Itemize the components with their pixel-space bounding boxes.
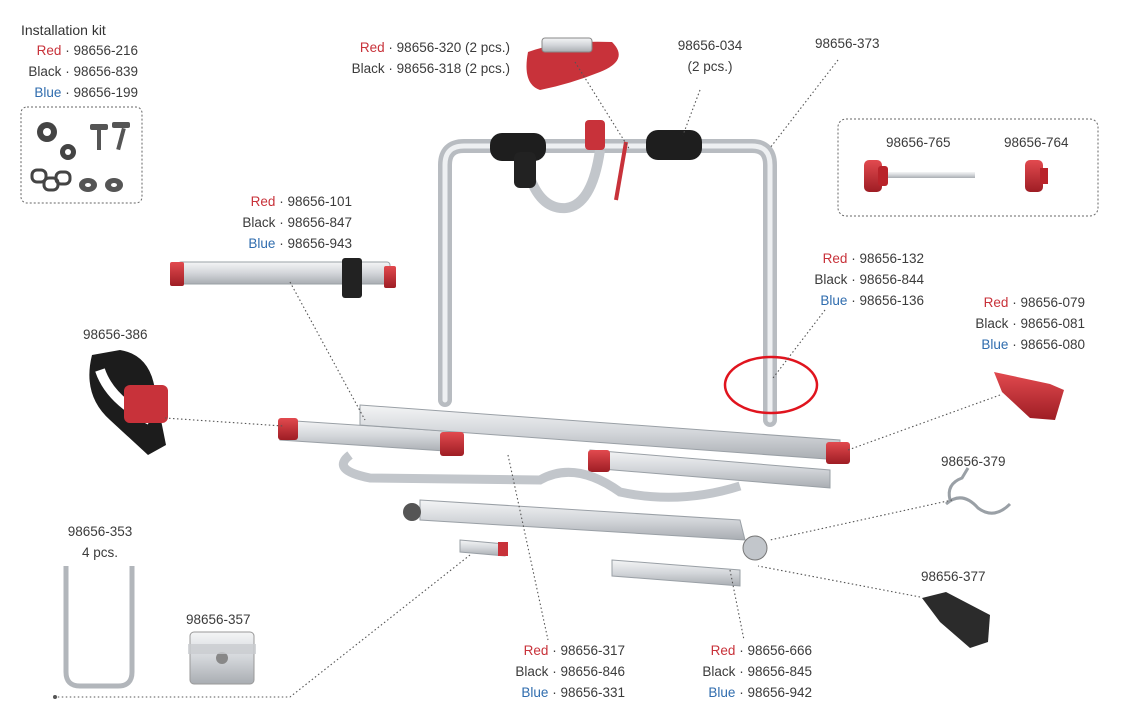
- rail-top-black-code: 98656-847: [287, 215, 352, 230]
- red-word: Red: [710, 643, 736, 658]
- chain-link-icon: [30, 168, 72, 192]
- knob-box: [837, 118, 1099, 217]
- strap-clip-image: [526, 37, 619, 90]
- wheel-strap-code: 98656-386: [83, 327, 148, 342]
- foam-pad-qty: (2 pcs.): [687, 59, 733, 74]
- black-word: Black: [814, 272, 848, 287]
- foam-pad-right: [646, 130, 702, 160]
- rail-bottom-left-blue-code: 98656-331: [560, 685, 625, 700]
- gear-icon: [37, 122, 76, 160]
- installation-kit-title: Installation kit: [21, 22, 106, 38]
- clip-pin-image: [945, 467, 1012, 515]
- leader-lines: [55, 59, 1001, 698]
- tube-clamp-label: Red · 98656-132 Black · 98656-844 Blue ·…: [814, 251, 924, 308]
- clip-pin-code: 98656-379: [941, 454, 1006, 469]
- plate-image: [188, 631, 256, 685]
- holder-label: Red · 98656-079 Black · 98656-081 Blue ·…: [975, 295, 1085, 352]
- u-bolt-code: 98656-353: [67, 524, 133, 539]
- black-word: Black: [242, 215, 276, 230]
- black-word: Black: [975, 316, 1009, 331]
- red-word: Red: [250, 194, 276, 209]
- installation-kit-codes: Red · 98656-216 Black · 98656-839 Blue ·…: [28, 43, 138, 100]
- black-word: Black: [515, 664, 549, 679]
- strap-clip-red-code: 98656-320 (2 pcs.): [396, 40, 510, 55]
- rail-bottom-right-black-code: 98656-845: [747, 664, 812, 679]
- blue-word: Blue: [820, 293, 848, 308]
- holder-black-code: 98656-081: [1020, 316, 1085, 331]
- strap-clip-label: Red · 98656-320 (2 pcs.) Black · 98656-3…: [351, 40, 510, 76]
- holder-red-code: 98656-079: [1020, 295, 1085, 310]
- red-word: Red: [523, 643, 549, 658]
- holder-image: [994, 372, 1064, 420]
- installation-kit-box: [20, 106, 143, 204]
- red-word: Red: [359, 40, 385, 55]
- tube-clamp-black-code: 98656-844: [859, 272, 924, 287]
- highlight-ring: [723, 355, 819, 415]
- wheel-strap-image: [89, 350, 168, 455]
- u-bolt-qty: 4 pcs.: [81, 545, 119, 560]
- frame-image: [438, 120, 777, 427]
- blue-word: Blue: [708, 685, 736, 700]
- blue-word: Blue: [521, 685, 549, 700]
- rail-top-red-code: 98656-101: [287, 194, 352, 209]
- black-word: Black: [28, 64, 62, 79]
- blue-word: Blue: [34, 85, 62, 100]
- knob-short-image: [1025, 160, 1048, 192]
- foam-pad-code: 98656-034: [677, 38, 743, 53]
- knob-short-code: 98656-764: [1004, 135, 1069, 150]
- rail-bottom-right-blue-code: 98656-942: [747, 685, 812, 700]
- main-rails-image: [278, 404, 850, 587]
- kit-red-code: 98656-216: [73, 43, 138, 58]
- screw-icon: [90, 122, 130, 151]
- black-word: Black: [702, 664, 736, 679]
- blue-word: Blue: [981, 337, 1009, 352]
- bracket-code: 98656-377: [921, 569, 986, 584]
- foam-pad-label: 98656-034 (2 pcs.): [660, 35, 760, 77]
- rail-top-image: [170, 258, 396, 298]
- tube-clamp-red-code: 98656-132: [859, 251, 924, 266]
- tube-clamp-blue-code: 98656-136: [859, 293, 924, 308]
- red-word: Red: [36, 43, 62, 58]
- rail-bottom-right-red-code: 98656-666: [747, 643, 812, 658]
- nut-icon: [79, 178, 123, 192]
- knob-long-code: 98656-765: [886, 135, 951, 150]
- blue-word: Blue: [248, 236, 276, 251]
- rail-bottom-right-label: Red · 98656-666 Black · 98656-845 Blue ·…: [702, 643, 812, 700]
- rail-bottom-left-label: Red · 98656-317 Black · 98656-846 Blue ·…: [515, 643, 625, 700]
- strap-clip-black-code: 98656-318 (2 pcs.): [396, 61, 510, 76]
- rail-bottom-left-black-code: 98656-846: [560, 664, 625, 679]
- rail-top-blue-code: 98656-943: [287, 236, 352, 251]
- bracket-image: [922, 592, 990, 648]
- red-word: Red: [822, 251, 848, 266]
- red-word: Red: [983, 295, 1009, 310]
- holder-blue-code: 98656-080: [1020, 337, 1085, 352]
- kit-blue-code: 98656-199: [73, 85, 138, 100]
- u-bolt-image: [63, 566, 135, 689]
- rail-bottom-left-red-code: 98656-317: [560, 643, 625, 658]
- u-bolt-label: 98656-353 4 pcs.: [50, 521, 150, 563]
- knob-long-image: [864, 160, 975, 192]
- frame-code: 98656-373: [815, 36, 880, 51]
- kit-black-code: 98656-839: [73, 64, 138, 79]
- plate-code: 98656-357: [186, 612, 251, 627]
- black-word: Black: [351, 61, 385, 76]
- rail-top-label: Red · 98656-101 Black · 98656-847 Blue ·…: [242, 194, 352, 251]
